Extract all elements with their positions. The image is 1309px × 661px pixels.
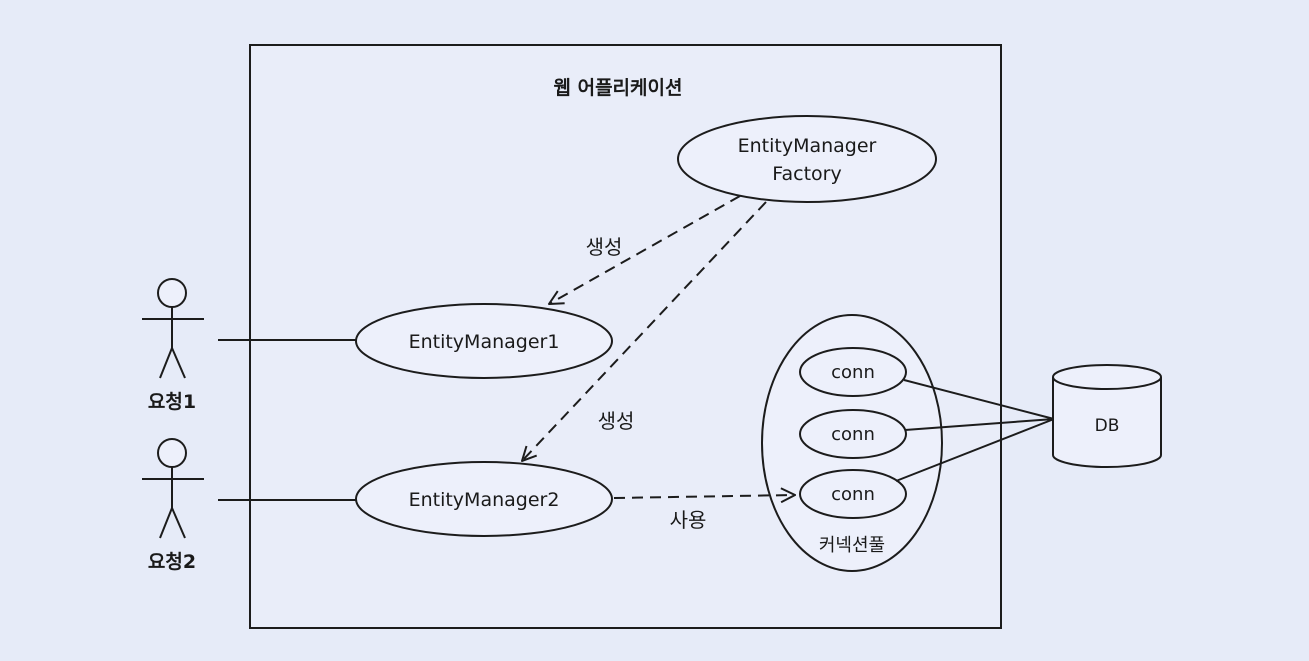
- connection-node-3: [799, 469, 907, 519]
- use-label: 사용: [670, 508, 707, 532]
- connection-label-1: conn: [831, 362, 875, 383]
- create-arrow-2: [522, 201, 767, 461]
- entity-manager-2-label: EntityManager2: [409, 489, 560, 511]
- factory-label-line-1: EntityManager: [738, 135, 877, 157]
- database-body: [1052, 377, 1162, 468]
- db-link-2: [904, 418, 1055, 431]
- actor-right-leg: [171, 507, 186, 539]
- connection-node-1: [799, 347, 907, 397]
- entity-manager-2-node: [355, 461, 613, 537]
- entity-manager-factory-node: [677, 115, 937, 203]
- actor-head-icon: [157, 438, 187, 468]
- web-application-title: 웹 어플리케이션: [554, 77, 683, 99]
- actor-request-1: 요청1: [142, 278, 204, 413]
- actor-label-request-2: 요청2: [148, 551, 196, 573]
- database-top: [1052, 364, 1162, 390]
- create-label-2: 생성: [598, 409, 635, 433]
- use-arrow: [613, 495, 795, 498]
- db-link-1: [903, 379, 1055, 420]
- actor-label-request-1: 요청1: [148, 391, 196, 413]
- create-label-1: 생성: [586, 235, 623, 259]
- actor-head-icon: [157, 278, 187, 308]
- database-label: DB: [1095, 416, 1120, 436]
- actor-right-leg: [171, 347, 186, 379]
- actor-left-leg: [159, 507, 173, 539]
- entity-manager-1-label: EntityManager1: [409, 331, 560, 353]
- connection-label-2: conn: [831, 424, 875, 445]
- connection-pool-label: 커넥션풀: [819, 535, 885, 556]
- connection-label-3: conn: [831, 484, 875, 505]
- factory-label-line-2: Factory: [772, 163, 841, 185]
- database-icon: [1052, 364, 1162, 468]
- db-link-3: [895, 418, 1055, 482]
- create-arrow-1: [549, 195, 741, 304]
- entity-manager-1-node: [355, 303, 613, 379]
- actor-request-2: 요청2: [142, 438, 204, 573]
- connection-node-2: [799, 409, 907, 459]
- actor-left-leg: [159, 347, 173, 379]
